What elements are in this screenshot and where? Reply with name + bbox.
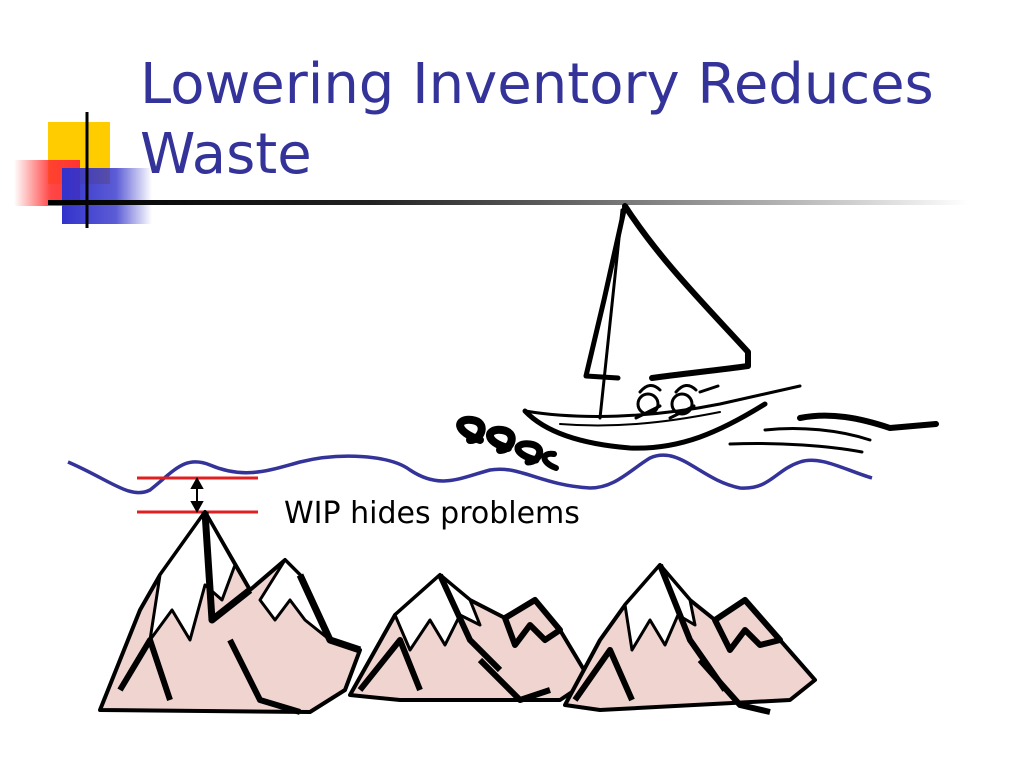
mountain-icon [348,573,592,703]
slide-title: Lowering Inventory Reduces Waste [140,52,934,187]
mountain-icon [563,563,817,715]
mountain-range [98,510,817,715]
title-underline [48,200,968,205]
sailboat-icon [456,203,939,471]
mountain-icon [98,510,362,715]
corner-decoration [14,112,152,228]
water-level-line [67,453,873,495]
deco-blue-block [62,168,152,224]
wip-callout-label: WIP hides problems [284,496,580,531]
double-arrow-icon [190,476,204,514]
